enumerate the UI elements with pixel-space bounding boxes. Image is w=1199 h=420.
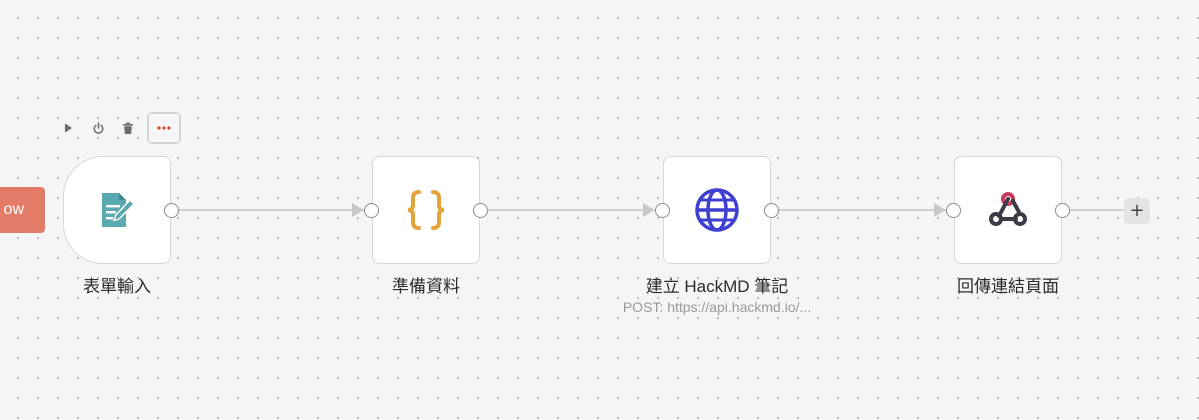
more-options-button[interactable]: [147, 112, 181, 144]
connection-edge[interactable]: [488, 209, 656, 211]
node-subtitle: POST: https://api.hackmd.io/...: [622, 299, 812, 315]
delete-node-button[interactable]: [114, 114, 142, 142]
node-label: 準備資料: [392, 277, 460, 296]
add-node-button[interactable]: +: [1124, 198, 1150, 224]
add-connection-edge[interactable]: [1070, 209, 1124, 211]
output-handle[interactable]: [164, 203, 179, 218]
trigger-tab[interactable]: ow: [0, 187, 45, 233]
code-braces-icon: [407, 190, 445, 230]
output-handle[interactable]: [764, 203, 779, 218]
connection-edge[interactable]: [179, 209, 365, 211]
webhook-icon: [989, 192, 1027, 226]
connection-edge[interactable]: [779, 209, 947, 211]
node-return-link-page[interactable]: [954, 156, 1062, 264]
input-handle[interactable]: [946, 203, 961, 218]
node-prepare-data[interactable]: [372, 156, 480, 264]
input-handle[interactable]: [655, 203, 670, 218]
node-label: 表單輸入: [83, 277, 151, 296]
execute-node-button[interactable]: [54, 114, 82, 142]
globe-icon: [695, 188, 739, 232]
deactivate-node-button[interactable]: [84, 114, 112, 142]
node-create-hackmd-note[interactable]: [663, 156, 771, 264]
output-handle[interactable]: [1055, 203, 1070, 218]
node-form-input[interactable]: [63, 156, 171, 264]
trash-icon: [123, 122, 133, 134]
form-icon: [102, 193, 135, 227]
node-toolbar: [54, 112, 183, 144]
power-icon: [93, 121, 103, 134]
node-label: 回傳連結頁面: [957, 277, 1059, 296]
connection-arrow: [352, 203, 364, 217]
more-options-icon: [157, 126, 171, 130]
connection-arrow: [934, 203, 946, 217]
output-handle[interactable]: [473, 203, 488, 218]
node-label: 建立 HackMD 筆記: [645, 277, 789, 296]
play-icon: [65, 123, 72, 133]
connection-arrow: [643, 203, 655, 217]
input-handle[interactable]: [364, 203, 379, 218]
